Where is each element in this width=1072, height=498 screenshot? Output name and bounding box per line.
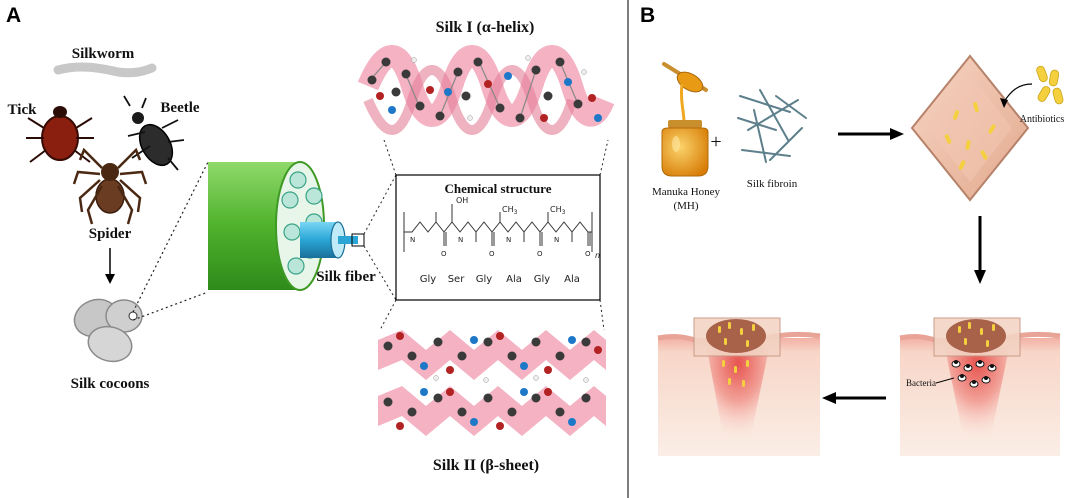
spider-label: Spider (89, 226, 132, 242)
wound-scene-bacteria (899, 317, 1061, 456)
bacteria-label: Bacteria (906, 378, 936, 388)
residue-label: Gly (476, 274, 493, 285)
ch3-label-2: CH3 (550, 205, 566, 216)
o-label-2: O (489, 250, 495, 258)
n-label-1: N (410, 236, 415, 244)
arrow-right-icon (838, 128, 904, 140)
residue-label: Gly (534, 274, 551, 285)
spider-icon (72, 147, 148, 225)
silk-fibroin-label: Silk fibroin (747, 178, 798, 190)
residue-label: Ala (564, 274, 580, 285)
n-label-2: N (458, 236, 463, 244)
arrow-down-icon (105, 248, 115, 284)
silkworm-icon (53, 62, 157, 78)
residue-label: Ala (506, 274, 522, 285)
chemical-structure-skeleton (403, 204, 593, 252)
beta-sheet-model (378, 330, 606, 436)
fibril (300, 221, 365, 259)
tick-label: Tick (8, 102, 38, 118)
residue-label: Gly (420, 274, 437, 285)
o-label-3: O (537, 250, 543, 258)
silk-fibroin-icon (737, 89, 807, 163)
antibiotics-arrow (1003, 83, 1033, 103)
repeat-n-label: n (595, 251, 600, 260)
beetle-label: Beetle (160, 100, 199, 116)
n-label-4: N (554, 236, 559, 244)
zoom-line-helix-left (363, 174, 397, 235)
zoom-line-sheet-bl (379, 299, 397, 331)
o-label-4: O (585, 250, 591, 258)
bacteria-pointer (935, 377, 955, 384)
arrow-left-icon (822, 392, 886, 404)
manuka-honey-label: Manuka Honey (652, 186, 721, 198)
antibiotic-pills-icon (1036, 65, 1064, 105)
silkworm-label: Silkworm (72, 46, 135, 62)
silk-cocoons-label: Silk cocoons (71, 376, 150, 392)
zoom-line-helix-top (383, 139, 397, 176)
honey-jar-icon (661, 120, 709, 177)
honey-dipper-icon (662, 62, 708, 123)
tick-icon (26, 106, 94, 163)
chemical-structure-box (395, 174, 601, 301)
silk-1-label: Silk I (α-helix) (436, 19, 535, 36)
antibiotics-arrowhead (1000, 98, 1008, 108)
silk-2-label: Silk II (β-sheet) (433, 457, 539, 474)
o-label-1: O (441, 250, 447, 258)
wound-scene-healing (657, 317, 821, 456)
ch3-label-1: CH3 (502, 205, 518, 216)
n-label-3: N (506, 236, 511, 244)
zoom-line-sheet-br (599, 299, 605, 331)
silk-patch-icon (910, 54, 1030, 202)
residue-label: Ser (448, 274, 466, 285)
zoom-line-top (132, 161, 209, 313)
oh-label: OH (456, 196, 468, 205)
arrow-down-icon (974, 216, 986, 284)
silk-fiber-label: Silk fiber (316, 269, 376, 285)
antibiotics-label: Antibiotics (1020, 114, 1065, 125)
zoom-line-bottom (132, 291, 209, 321)
panel-a-letter: A (6, 4, 21, 27)
mh-label: (MH) (673, 200, 698, 212)
zoom-line-helix-right (599, 139, 609, 176)
zoom-line-sheet-left (363, 245, 397, 301)
beetle-icon (123, 95, 185, 171)
cocoons-icon (73, 298, 143, 363)
panel-b-letter: B (640, 4, 655, 27)
chemical-structure-title: Chemical structure (445, 181, 552, 196)
alpha-helix-model (357, 45, 615, 135)
residue-labels: Gly Ser Gly Ala Gly Ala (420, 274, 580, 285)
plus-sign: + (710, 131, 721, 153)
